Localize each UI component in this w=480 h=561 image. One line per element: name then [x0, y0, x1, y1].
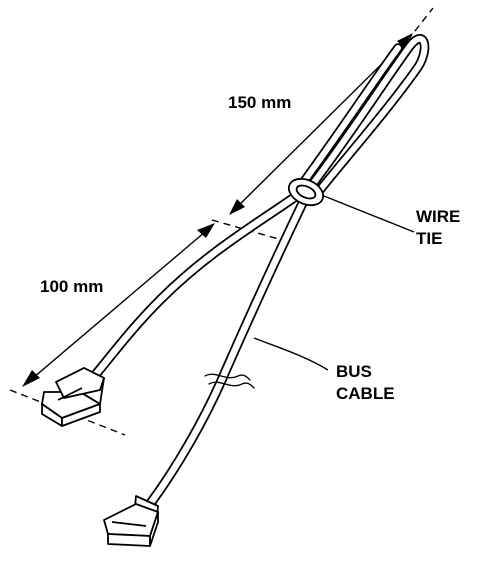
- cable-branch-short: [91, 187, 307, 379]
- leader-wire-tie: [323, 195, 415, 233]
- label-wire-tie-line2: TIE: [416, 229, 442, 248]
- arrowhead-mid-lower: [197, 223, 215, 238]
- leaders: [253, 195, 415, 371]
- dimension-line-100mm: [26, 225, 213, 384]
- label-bus-cable-line2: CABLE: [336, 384, 395, 403]
- connector-upper: [41, 367, 105, 427]
- label-100mm: 100 mm: [40, 277, 103, 296]
- label-wire-tie-line1: WIRE: [416, 207, 460, 226]
- label-bus-cable-line1: BUS: [336, 362, 372, 381]
- cable-bus: [145, 191, 311, 509]
- arrowhead-bottom: [22, 370, 40, 387]
- cable-loop: [300, 34, 430, 195]
- wire-tie: [287, 177, 325, 207]
- label-150mm: 150 mm: [228, 93, 291, 112]
- leader-bus-cable: [253, 337, 329, 371]
- extension-line-top: [399, 7, 434, 51]
- arrowhead-mid-upper: [229, 199, 245, 215]
- connector-lower: [103, 495, 159, 547]
- cable-break-symbol: [204, 373, 251, 381]
